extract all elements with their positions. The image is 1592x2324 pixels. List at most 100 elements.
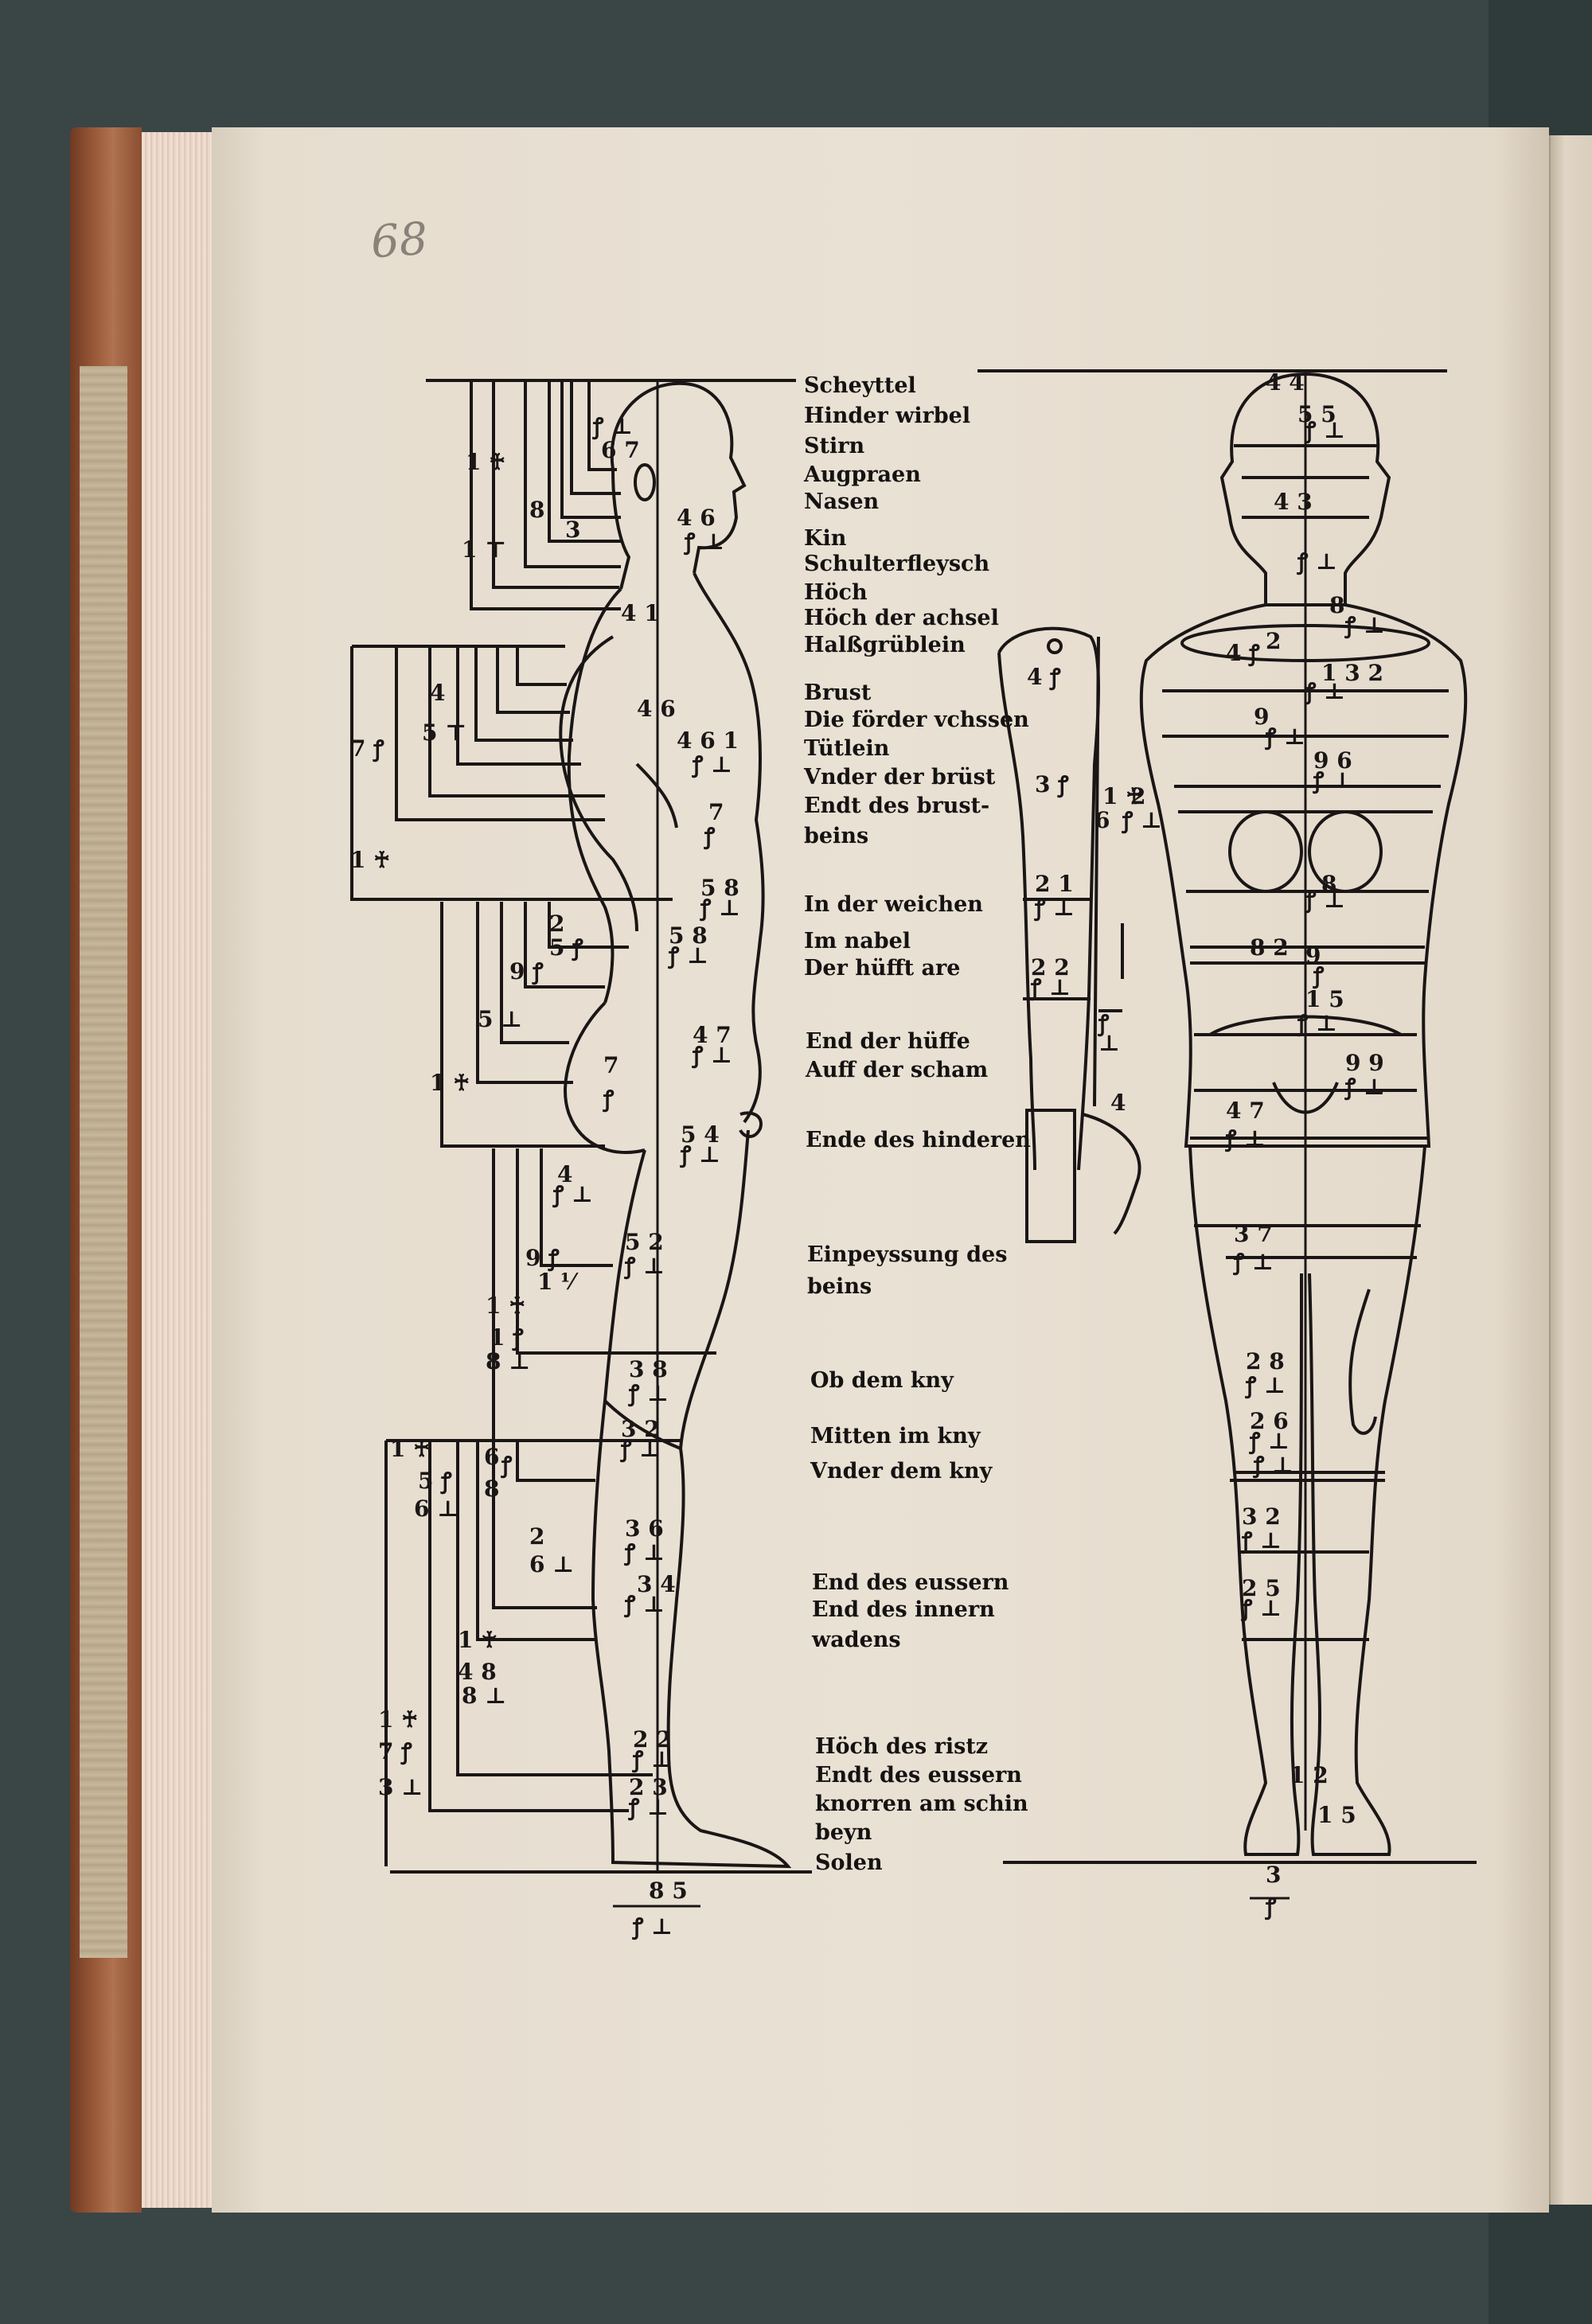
book-page — [212, 127, 1549, 2213]
label-scheyttel: Scheyttel — [804, 373, 916, 398]
svg-text:ꝭ ⊥: ꝭ ⊥ — [1030, 974, 1071, 1001]
svg-text:1 ꝭ: 1 ꝭ — [490, 1324, 524, 1351]
label-endt-des-eussern: Endt des eussern — [815, 1763, 1022, 1788]
svg-text:7 ꝭ: 7 ꝭ — [378, 1738, 412, 1765]
svg-text:5 ⊥: 5 ⊥ — [478, 1006, 522, 1032]
label-beyn: beyn — [815, 1820, 872, 1845]
svg-text:ꝭ ⊥: ꝭ ⊥ — [1344, 612, 1385, 639]
svg-text:ꝭ ⊥: ꝭ ⊥ — [624, 1591, 665, 1618]
svg-text:ꝭ ⊥: ꝭ ⊥ — [592, 413, 633, 440]
svg-text:3 2: 3 2 — [1242, 1503, 1281, 1530]
svg-text:8 ⊥: 8 ⊥ — [486, 1348, 530, 1375]
svg-text:1 ♰: 1 ♰ — [486, 1293, 525, 1319]
svg-text:5 ⊤: 5 ⊤ — [422, 719, 466, 746]
label-halssgrueblein: Halßgrüblein — [804, 633, 966, 657]
svg-text:3 7: 3 7 — [1234, 1221, 1273, 1247]
svg-text:ꝭ ⊥: ꝭ ⊥ — [1245, 1372, 1286, 1399]
svg-text:6 ⊥: 6 ⊥ — [414, 1495, 458, 1522]
label-solen: Solen — [815, 1850, 883, 1875]
svg-text:8 2: 8 2 — [1250, 934, 1289, 961]
label-auff-der-scham: Auff der scham — [806, 1058, 989, 1082]
svg-text:4 1: 4 1 — [621, 600, 660, 626]
svg-text:ꝭ: ꝭ — [1313, 962, 1325, 989]
svg-text:2 3: 2 3 — [629, 1774, 668, 1800]
svg-text:4 7: 4 7 — [693, 1022, 732, 1048]
label-endt-des-brust: Endt des brust- — [804, 794, 990, 818]
svg-text:ꝭ ⊥: ꝭ ⊥ — [1297, 1010, 1337, 1037]
svg-text:5 ꝭ: 5 ꝭ — [418, 1468, 452, 1495]
svg-text:8 ⊥: 8 ⊥ — [462, 1683, 506, 1709]
svg-text:3 6: 3 6 — [625, 1515, 664, 1542]
svg-text:1 3 2: 1 3 2 — [1321, 660, 1383, 686]
svg-text:⊥: ⊥ — [1098, 1030, 1120, 1056]
label-wadens: wadens — [812, 1628, 901, 1652]
svg-text:9: 9 — [1305, 942, 1321, 969]
svg-text:3 ꝭ: 3 ꝭ — [1035, 771, 1069, 798]
label-schulterfleysch: Schulterfleysch — [804, 552, 990, 576]
svg-text:2: 2 — [549, 910, 564, 937]
label-end-der-hueffe: End der hüffe — [806, 1029, 970, 1054]
label-ende-des-hinderen: Ende des hinderen — [806, 1128, 1031, 1152]
svg-text:4 3: 4 3 — [1274, 489, 1313, 515]
svg-text:3 8: 3 8 — [629, 1356, 668, 1382]
svg-text:6: 6 — [1094, 807, 1110, 833]
svg-text:ꝭ ⊥: ꝭ ⊥ — [680, 1141, 720, 1168]
svg-text:ꝭ ⊥: ꝭ ⊥ — [668, 942, 708, 969]
svg-text:ꝭ ⊥: ꝭ ⊥ — [620, 1436, 661, 1463]
svg-text:9 ꝭ: 9 ꝭ — [509, 958, 544, 985]
label-mitten-im-kny: Mitten im kny — [810, 1424, 981, 1449]
svg-text:8: 8 — [529, 497, 544, 523]
svg-text:9 6: 9 6 — [1313, 747, 1352, 774]
svg-text:ꝭ ⊥: ꝭ ⊥ — [1225, 1125, 1266, 1152]
svg-text:2 6: 2 6 — [1250, 1408, 1289, 1434]
svg-text:8: 8 — [1329, 592, 1344, 618]
svg-text:ꝭ ⊥: ꝭ ⊥ — [1344, 1074, 1385, 1101]
label-hoech-des-ristz: Höch des ristz — [815, 1734, 989, 1759]
svg-text:1 ♰: 1 ♰ — [378, 1706, 418, 1733]
svg-text:ꝭ ⊥: ꝭ ⊥ — [1253, 1452, 1294, 1479]
svg-text:2 2: 2 2 — [633, 1726, 672, 1753]
svg-text:ꝭ ⊥: ꝭ ⊥ — [692, 751, 732, 778]
svg-text:ꝭ ⊥: ꝭ ⊥ — [1313, 767, 1353, 794]
label-knorren-am-schin: knorren am schin — [815, 1792, 1028, 1816]
svg-text:5 2: 5 2 — [625, 1229, 664, 1255]
svg-text:5 8: 5 8 — [700, 875, 739, 901]
svg-text:2 5: 2 5 — [1242, 1575, 1281, 1601]
svg-text:ꝭ: ꝭ — [704, 823, 716, 850]
svg-text:4 6: 4 6 — [637, 696, 676, 722]
label-im-nabel: Im nabel — [804, 929, 911, 953]
svg-text:3 4: 3 4 — [637, 1571, 676, 1597]
svg-text:ꝭ: ꝭ — [501, 1452, 513, 1479]
svg-text:4 6 1: 4 6 1 — [677, 727, 739, 754]
svg-text:4: 4 — [430, 680, 445, 706]
svg-text:ꝭ ⊥: ꝭ ⊥ — [1249, 1428, 1290, 1455]
svg-text:1 ⊤: 1 ⊤ — [462, 536, 506, 563]
svg-text:ꝭ ⊥: ꝭ ⊥ — [1241, 1527, 1282, 1554]
svg-text:7: 7 — [708, 799, 724, 825]
svg-text:ꝭ ⊥: ꝭ ⊥ — [628, 1380, 669, 1407]
svg-text:5 5: 5 5 — [1297, 401, 1336, 427]
svg-text:ꝭ ⊥: ꝭ ⊥ — [1265, 723, 1305, 751]
label-einpeyssung-des: Einpeyssung des — [807, 1242, 1008, 1267]
page-edges — [142, 132, 213, 2208]
svg-text:ꝭ ⊥: ꝭ ⊥ — [628, 1794, 669, 1821]
svg-text:1 ♰: 1 ♰ — [466, 449, 505, 475]
svg-text:6: 6 — [484, 1444, 499, 1470]
svg-text:ꝭ: ꝭ — [1265, 1893, 1277, 1920]
svg-text:7 ꝭ: 7 ꝭ — [350, 735, 384, 762]
profile-figure: 1 ♰ 1 ⊤ 8 3 6 7 ꝭ ⊥ 4 6 ꝭ ⊥ 7 ꝭ 1 ♰ 5 ⊤ 4 4 1 4… — [350, 379, 812, 1940]
svg-text:ꝭ ⊥: ꝭ ⊥ — [624, 1253, 665, 1280]
svg-text:1 ♰: 1 ♰ — [458, 1627, 498, 1653]
label-augpraen: Augpraen — [804, 462, 921, 487]
svg-text:9: 9 — [1254, 704, 1269, 730]
svg-text:1 ♰: 1 ♰ — [430, 1070, 470, 1096]
svg-text:ꝭ ⊥: ꝭ ⊥ — [700, 895, 740, 922]
label-foerder-vchssen: Die förder vchssen — [804, 708, 1029, 732]
label-kin: Kin — [804, 526, 847, 551]
label-vnder-dem-kny: Vnder dem kny — [810, 1459, 993, 1484]
svg-text:ꝭ ⊥: ꝭ ⊥ — [1305, 678, 1345, 705]
svg-text:9 9: 9 9 — [1345, 1050, 1384, 1076]
svg-text:ꝭ ⊥: ꝭ ⊥ — [1241, 1595, 1282, 1622]
